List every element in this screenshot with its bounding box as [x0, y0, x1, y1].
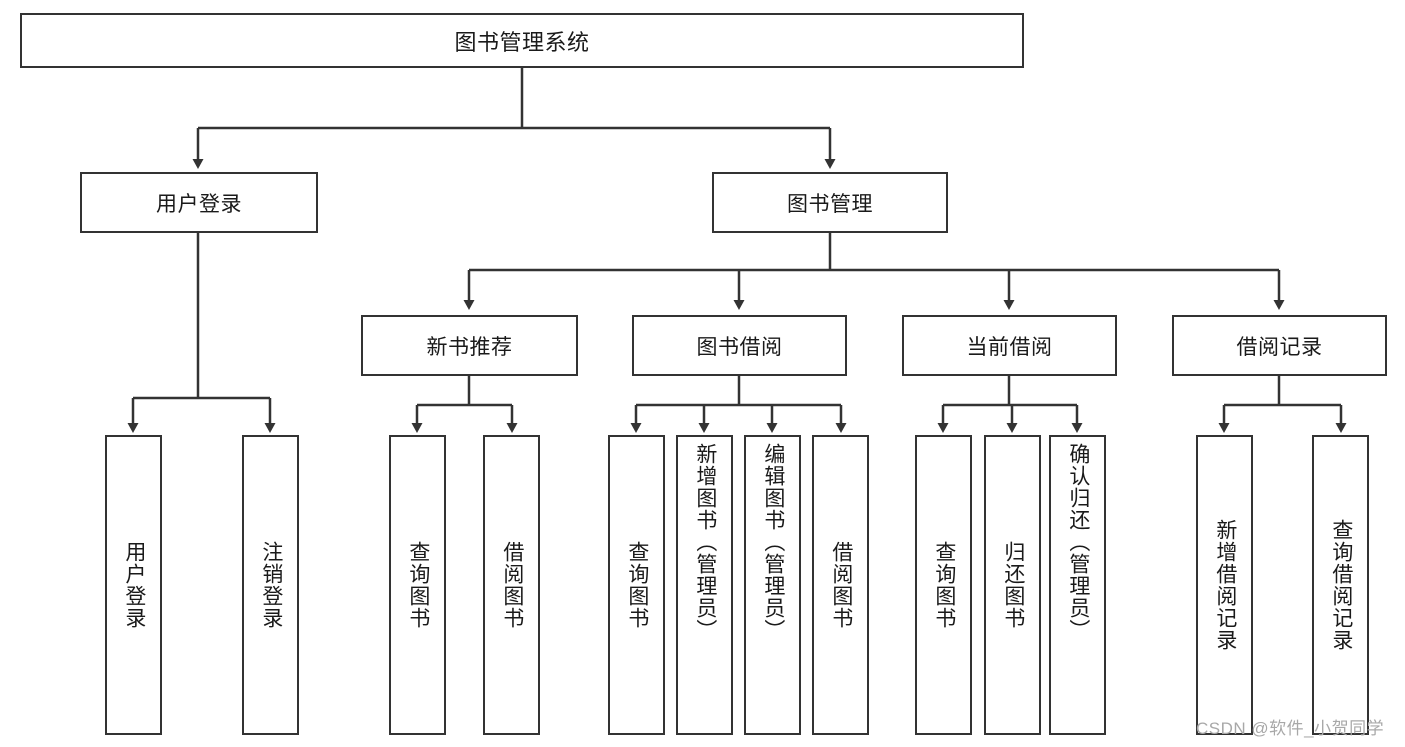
leaf-edit-book-admin[interactable]: 编辑图书（管理员） [744, 435, 801, 735]
leaf-label: 归还图书 [1001, 541, 1025, 629]
node-label: 图书借阅 [696, 335, 783, 359]
node-user-login[interactable]: 用户登录 [80, 172, 318, 233]
leaf-label: 新增借阅记录 [1213, 519, 1237, 651]
node-borrow-record[interactable]: 借阅记录 [1172, 315, 1387, 376]
csdn-watermark: CSDN @软件_小贺同学 [1196, 719, 1385, 738]
node-label: 图书管理系统 [454, 29, 590, 55]
leaf-user-login[interactable]: 用户登录 [105, 435, 162, 735]
leaf-return-book[interactable]: 归还图书 [984, 435, 1041, 735]
leaf-label: 查询借阅记录 [1329, 519, 1353, 651]
leaf-query-book-current[interactable]: 查询图书 [915, 435, 972, 735]
node-book-borrow[interactable]: 图书借阅 [632, 315, 847, 376]
leaf-confirm-return-admin[interactable]: 确认归还（管理员） [1049, 435, 1106, 735]
node-label: 用户登录 [156, 192, 242, 216]
leaf-borrow-book-recommend[interactable]: 借阅图书 [483, 435, 540, 735]
leaf-label: 注销登录 [259, 541, 283, 629]
node-label: 当前借阅 [966, 335, 1053, 359]
leaf-label: 确认归还（管理员） [1066, 443, 1090, 641]
node-new-book-recommend[interactable]: 新书推荐 [361, 315, 578, 376]
node-root-system[interactable]: 图书管理系统 [20, 13, 1024, 68]
leaf-query-borrow-record[interactable]: 查询借阅记录 [1312, 435, 1369, 735]
node-current-borrow[interactable]: 当前借阅 [902, 315, 1117, 376]
node-label: 借阅记录 [1236, 335, 1323, 359]
leaf-label: 查询图书 [625, 541, 649, 629]
leaf-label: 借阅图书 [500, 541, 524, 629]
leaf-label: 编辑图书（管理员） [761, 443, 785, 641]
leaf-logout-login[interactable]: 注销登录 [242, 435, 299, 735]
leaf-query-book-recommend[interactable]: 查询图书 [389, 435, 446, 735]
node-label: 新书推荐 [426, 335, 513, 359]
leaf-add-borrow-record[interactable]: 新增借阅记录 [1196, 435, 1253, 735]
leaf-label: 查询图书 [406, 541, 430, 629]
leaf-label: 用户登录 [122, 541, 146, 629]
node-label: 图书管理 [787, 192, 873, 216]
node-book-management[interactable]: 图书管理 [712, 172, 948, 233]
leaf-query-book-borrow[interactable]: 查询图书 [608, 435, 665, 735]
leaf-label: 新增图书（管理员） [693, 443, 717, 641]
leaf-borrow-book[interactable]: 借阅图书 [812, 435, 869, 735]
leaf-add-book-admin[interactable]: 新增图书（管理员） [676, 435, 733, 735]
leaf-label: 查询图书 [932, 541, 956, 629]
leaf-label: 借阅图书 [829, 541, 853, 629]
